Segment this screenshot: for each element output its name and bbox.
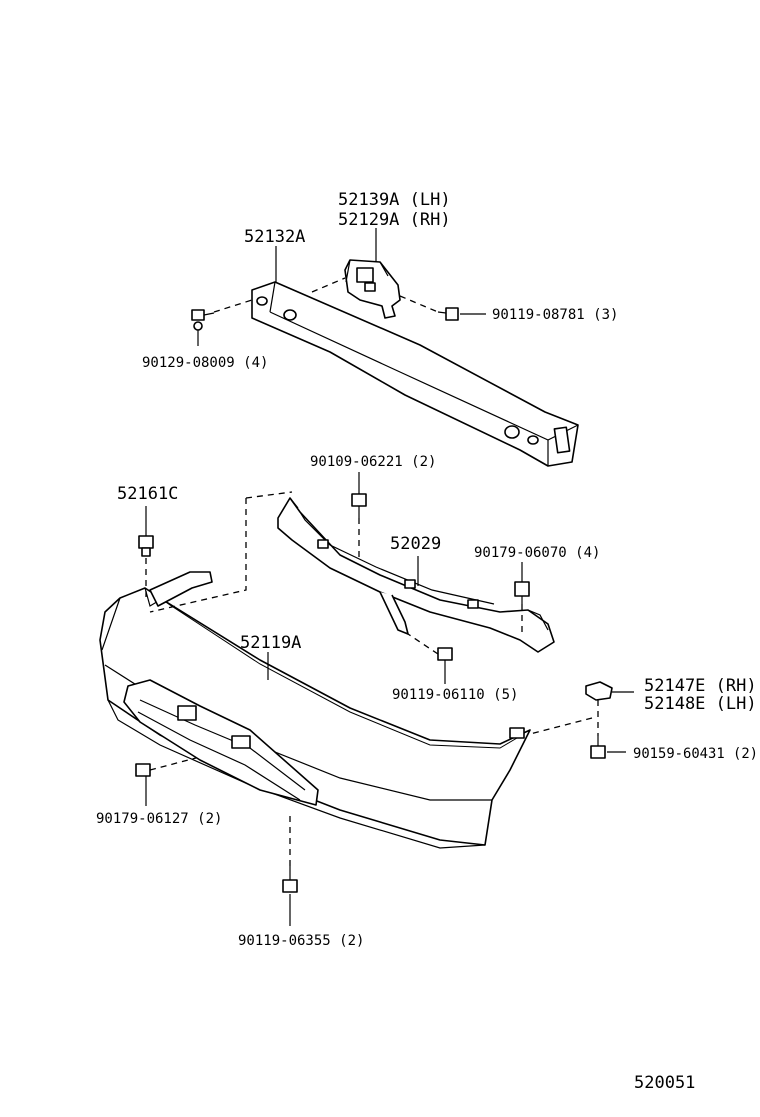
bumper-bracket bbox=[344, 259, 401, 319]
label-52119A: 52119A bbox=[240, 633, 301, 653]
label-90129-08009: 90129-08009 (4) bbox=[142, 355, 268, 371]
nut-90179-06070 bbox=[514, 581, 530, 604]
label-90119-06110: 90119-06110 (5) bbox=[392, 687, 518, 703]
label-52147E: 52147E (RH) bbox=[644, 676, 757, 696]
clip-52161C bbox=[138, 535, 154, 557]
bolt-90119-06110 bbox=[437, 647, 453, 661]
label-90119-06355: 90119-06355 (2) bbox=[238, 933, 364, 949]
screw-90159-60431 bbox=[590, 736, 606, 759]
bolt-90119-06355 bbox=[282, 866, 298, 893]
label-90119-08781: 90119-08781 (3) bbox=[492, 307, 618, 323]
bolt-90129-08009 bbox=[191, 309, 215, 331]
bumper-retainer bbox=[277, 497, 555, 653]
label-90109-06221: 90109-06221 (2) bbox=[310, 454, 436, 470]
label-90179-06127: 90179-06127 (2) bbox=[96, 811, 222, 827]
label-52148E: 52148E (LH) bbox=[644, 694, 757, 714]
bumper-cover bbox=[99, 571, 531, 849]
part-labels: 52139A (LH) 52129A (RH) 52132A 90119-087… bbox=[96, 190, 758, 1093]
label-90179-06070: 90179-06070 (4) bbox=[474, 545, 600, 561]
label-52029: 52029 bbox=[390, 534, 441, 554]
nut-90179-06127 bbox=[135, 763, 151, 777]
label-52161C: 52161C bbox=[117, 484, 178, 504]
label-90159-60431: 90159-60431 (2) bbox=[633, 746, 758, 762]
bolt-90119-08781 bbox=[437, 307, 459, 321]
label-52129A: 52129A (RH) bbox=[338, 210, 451, 230]
bumper-reinforcement bbox=[251, 281, 579, 467]
bolt-90109-06221 bbox=[351, 493, 367, 518]
label-52139A: 52139A (LH) bbox=[338, 190, 451, 210]
assembly-lines bbox=[145, 277, 599, 866]
leader-lines bbox=[145, 228, 634, 926]
retainer-52147E bbox=[585, 681, 613, 701]
diagram-code: 520051 bbox=[634, 1073, 695, 1093]
label-52132A: 52132A bbox=[244, 227, 305, 247]
